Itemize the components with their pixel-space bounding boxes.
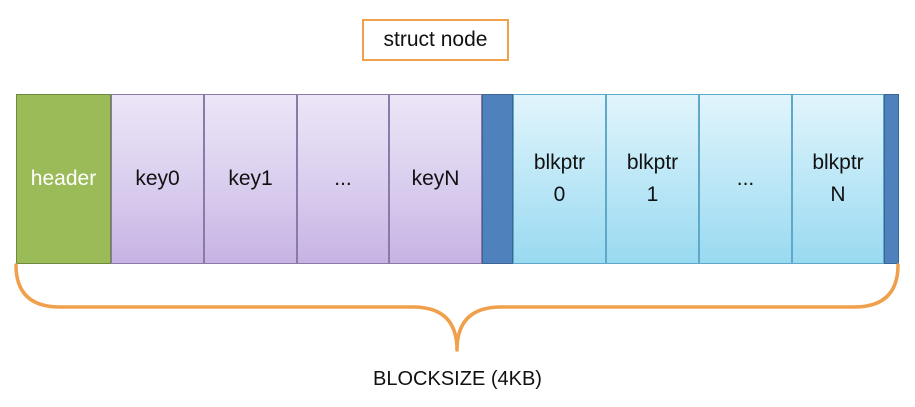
pointer-cell: ... [699, 94, 792, 264]
node-block: header key0 key1 ... keyN blkptr 0 blkpt… [16, 94, 899, 264]
key-cell: keyN [389, 94, 482, 264]
pointer-index: 1 [646, 183, 659, 206]
separator-cell [884, 94, 899, 264]
blocksize-label: BLOCKSIZE (4KB) [373, 368, 542, 390]
pointer-cell: blkptr 1 [606, 94, 699, 264]
struct-node-label: struct node [362, 19, 509, 61]
pointer-label: ... [736, 167, 755, 190]
pointer-cell: blkptr 0 [513, 94, 606, 264]
pointer-label: blkptr [626, 151, 679, 174]
pointer-cell: blkptr N [792, 94, 884, 264]
separator-cell [482, 94, 513, 264]
key-cell: key0 [111, 94, 204, 264]
pointer-label: blkptr [533, 151, 586, 174]
pointer-index: 0 [553, 183, 566, 206]
key-cell: key1 [204, 94, 297, 264]
pointer-label: blkptr [812, 151, 864, 174]
pointer-index: N [830, 183, 846, 206]
key-cell: ... [297, 94, 389, 264]
header-cell: header [16, 94, 111, 264]
